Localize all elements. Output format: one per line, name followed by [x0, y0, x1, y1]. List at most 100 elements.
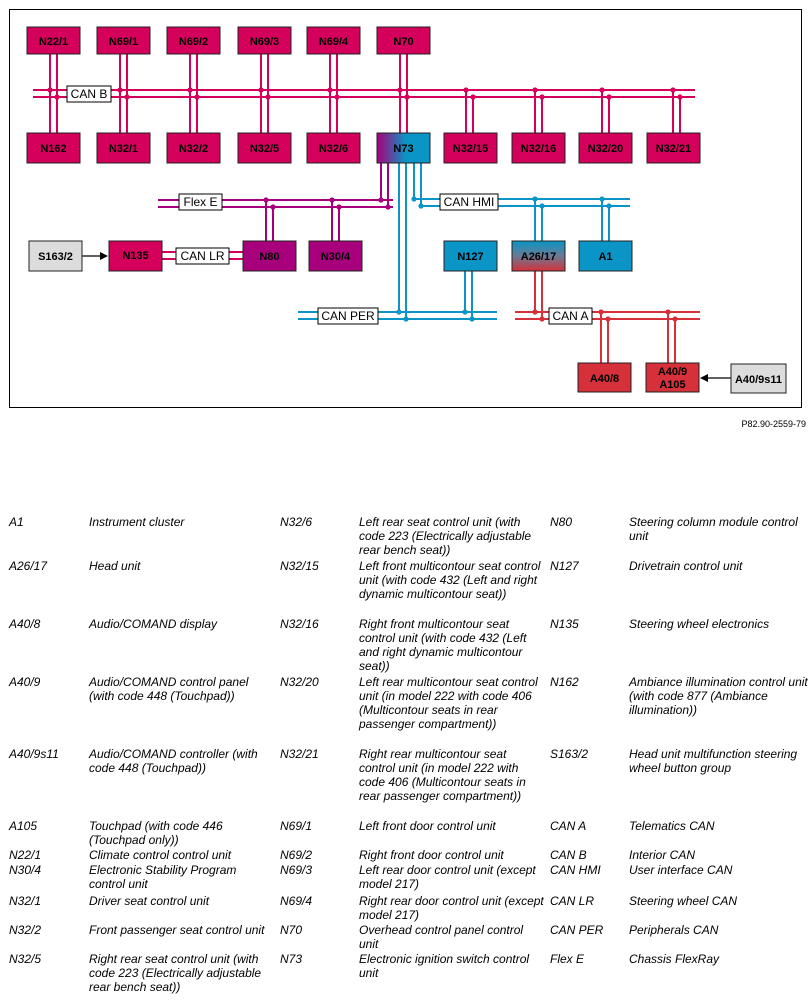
node-n69-4[interactable]: N69/4: [306, 26, 361, 55]
svg-text:Flex E: Flex E: [183, 195, 217, 209]
bus-label-can-per: CAN PER: [317, 307, 379, 325]
svg-text:A1: A1: [598, 251, 612, 263]
svg-text:N22/1: N22/1: [39, 36, 68, 48]
legend-description: Head unit multifunction steering wheel b…: [629, 747, 798, 775]
node-n32-5[interactable]: N32/5: [237, 132, 292, 164]
legend-description: Left rear multicontour seat control unit…: [359, 675, 538, 731]
svg-text:N32/15: N32/15: [453, 143, 488, 155]
node-a26-17[interactable]: A26/17: [511, 240, 566, 272]
legend-description: Interior CAN: [629, 848, 696, 862]
svg-text:CAN A: CAN A: [552, 309, 588, 323]
bus-label-can-hmi: CAN HMI: [439, 193, 499, 211]
svg-text:N80: N80: [259, 251, 279, 263]
legend-description: Left rear seat control unit (with code 2…: [359, 515, 532, 557]
node-n162[interactable]: N162: [26, 132, 81, 164]
legend-code: A1: [9, 515, 24, 529]
svg-text:N32/2: N32/2: [179, 143, 208, 155]
can-b-bus: [33, 53, 695, 133]
legend-code: A105: [9, 819, 38, 833]
svg-text:N32/1: N32/1: [109, 143, 138, 155]
svg-text:N70: N70: [393, 36, 413, 48]
legend-description: Steering wheel CAN: [629, 894, 738, 908]
legend-description: Right rear multicontour seat control uni…: [359, 747, 526, 803]
legend-description: Electronic ignition switch control unit: [359, 952, 530, 980]
legend-description: Driver seat control unit: [89, 894, 210, 908]
node-n32-16[interactable]: N32/16: [511, 132, 566, 164]
node-a1[interactable]: A1: [578, 240, 633, 272]
legend-code: CAN A: [550, 819, 587, 833]
legend-code: N73: [280, 952, 303, 966]
node-n135[interactable]: N135: [108, 240, 163, 272]
legend-description: Audio/COMAND control panel (with code 44…: [89, 675, 249, 703]
svg-text:N135: N135: [122, 250, 148, 262]
legend-code: CAN B: [550, 848, 587, 862]
svg-text:A40/8: A40/8: [590, 373, 619, 385]
legend-code: N32/16: [280, 617, 319, 631]
svg-text:CAN LR: CAN LR: [180, 249, 224, 263]
svg-text:N69/4: N69/4: [319, 36, 349, 48]
legend-code: N69/4: [280, 894, 313, 908]
svg-text:N30/4: N30/4: [321, 251, 351, 263]
figure-reference: P82.90-2559-79: [741, 419, 806, 429]
legend-description: Electronic Stability Program control uni…: [89, 863, 237, 891]
node-n70[interactable]: N70: [376, 26, 431, 55]
node-n32-15[interactable]: N32/15: [443, 132, 498, 164]
node-n22-1[interactable]: N22/1: [26, 26, 81, 55]
a40-9s11-arrow: [700, 374, 731, 382]
svg-text:N32/16: N32/16: [521, 143, 556, 155]
network-topology-diagram: CAN B Flex E CAN HMI CAN LR CAN PER CAN …: [9, 9, 802, 408]
node-n32-20[interactable]: N32/20: [578, 132, 633, 164]
bus-label-flex-e: Flex E: [178, 193, 223, 211]
legend-description: Right front door control unit: [359, 848, 504, 862]
svg-text:A26/17: A26/17: [521, 251, 556, 263]
node-n32-6[interactable]: N32/6: [306, 132, 361, 164]
legend-description: Left front multicontour seat control uni…: [359, 559, 541, 601]
node-n30-4[interactable]: N30/4: [308, 240, 363, 272]
node-n69-3[interactable]: N69/3: [237, 26, 292, 55]
can-a-junctions: [532, 309, 678, 322]
node-s163-2[interactable]: S163/2: [28, 240, 83, 272]
node-n32-2[interactable]: N32/2: [166, 132, 221, 164]
legend-code: Flex E: [550, 952, 585, 966]
svg-text:A105: A105: [659, 379, 685, 391]
node-n80[interactable]: N80: [242, 240, 297, 272]
legend-code: N22/1: [9, 848, 42, 862]
svg-text:N162: N162: [40, 143, 66, 155]
legend-code: N69/1: [280, 819, 313, 833]
node-a40-9s11[interactable]: A40/9s11: [730, 363, 787, 394]
can-b-junctions: [47, 87, 683, 100]
node-n32-1[interactable]: N32/1: [96, 132, 151, 164]
legend-code: N32/21: [280, 747, 319, 761]
legend-code: N32/6: [280, 515, 313, 529]
legend-code: A40/8: [9, 617, 41, 631]
legend-code: CAN LR: [550, 894, 595, 908]
bus-label-can-a: CAN A: [548, 307, 593, 325]
legend-description: Right rear door control unit (except mod…: [359, 894, 544, 922]
can-per-junctions: [396, 309, 475, 322]
svg-text:S163/2: S163/2: [38, 251, 73, 263]
legend-description: Steering wheel electronics: [629, 617, 770, 631]
node-n69-2[interactable]: N69/2: [166, 26, 221, 55]
svg-text:N32/5: N32/5: [250, 143, 279, 155]
legend-code: CAN HMI: [550, 863, 601, 877]
legend-code: S163/2: [550, 747, 589, 761]
legend-description: Front passenger seat control unit: [89, 923, 265, 937]
svg-text:A40/9: A40/9: [658, 366, 687, 378]
svg-text:N127: N127: [457, 251, 483, 263]
legend-code: N80: [550, 515, 573, 529]
legend-code: A40/9: [9, 675, 41, 689]
node-a40-9-a105[interactable]: A40/9 A105: [645, 362, 700, 393]
node-n127[interactable]: N127: [443, 240, 498, 272]
legend-description: Right rear seat control unit (with code …: [89, 952, 262, 994]
legend-description: Left rear door control unit (except mode…: [359, 863, 536, 891]
node-n73[interactable]: N73: [376, 132, 431, 164]
svg-text:CAN PER: CAN PER: [321, 309, 375, 323]
node-n32-21[interactable]: N32/21: [646, 132, 701, 164]
legend-code: N32/15: [280, 559, 319, 573]
svg-text:CAN B: CAN B: [71, 87, 108, 101]
node-n69-1[interactable]: N69/1: [96, 26, 151, 55]
svg-text:N69/1: N69/1: [109, 36, 138, 48]
node-a40-8[interactable]: A40/8: [577, 362, 632, 393]
svg-text:A40/9s11: A40/9s11: [735, 374, 782, 386]
